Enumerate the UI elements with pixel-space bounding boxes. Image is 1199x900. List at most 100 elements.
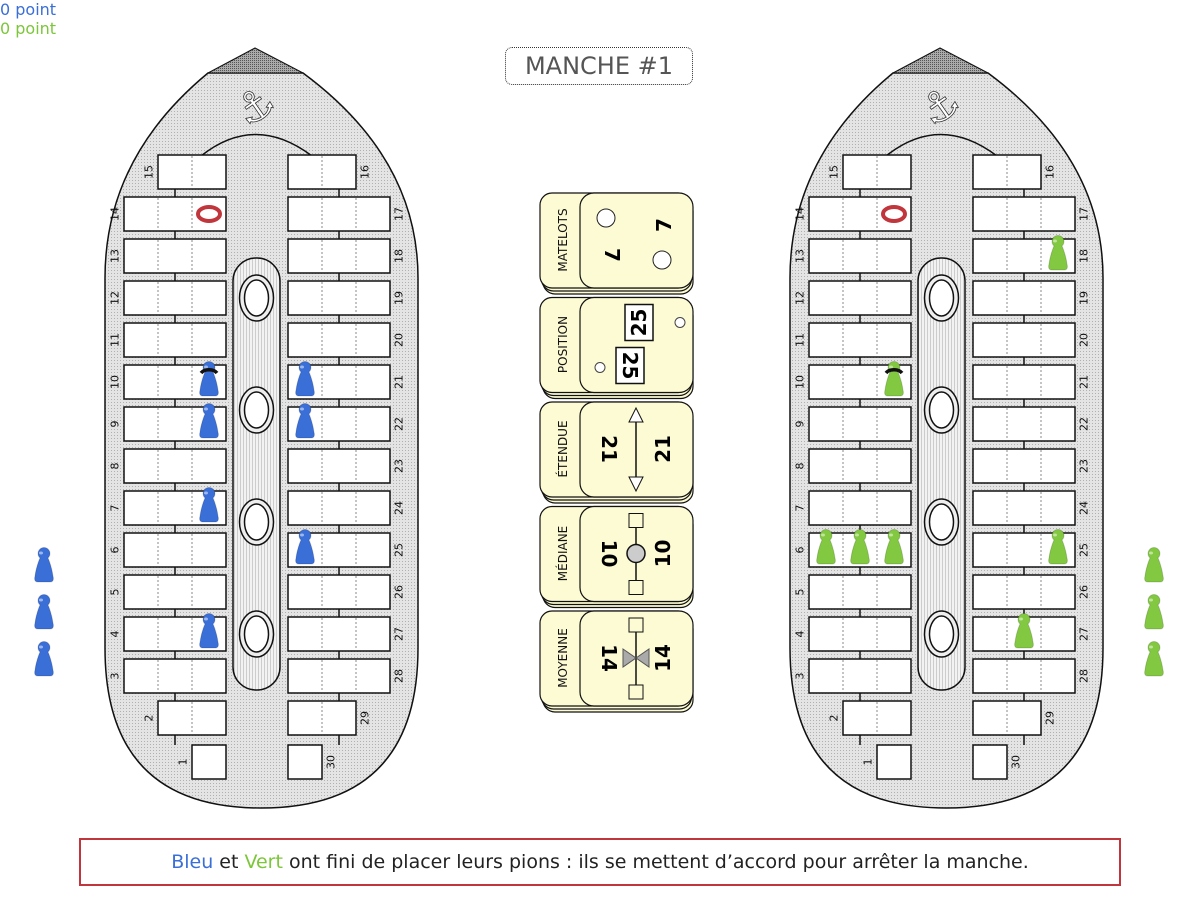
seat-11[interactable]: 11: [109, 322, 227, 358]
seat-30[interactable]: 30: [972, 744, 1023, 780]
seat-box[interactable]: [123, 658, 227, 694]
seat-3[interactable]: 3: [794, 658, 912, 694]
seat-box[interactable]: [972, 280, 1076, 316]
seat-box[interactable]: [287, 196, 391, 232]
seat-2[interactable]: 2: [143, 700, 227, 736]
seat-9[interactable]: 9: [794, 406, 912, 442]
seat-box[interactable]: [808, 616, 912, 652]
green-pawn[interactable]: [1048, 235, 1068, 271]
seat-8[interactable]: 8: [794, 448, 912, 484]
seat-21[interactable]: 21: [972, 364, 1091, 400]
seat-box[interactable]: [287, 322, 391, 358]
seat-box[interactable]: [876, 744, 912, 780]
seat-box[interactable]: [808, 238, 912, 274]
seat-box[interactable]: [287, 448, 391, 484]
seat-22[interactable]: 22: [972, 406, 1091, 442]
seat-box[interactable]: [972, 322, 1076, 358]
seat-7[interactable]: 7: [794, 490, 912, 526]
seat-box[interactable]: [191, 744, 227, 780]
seat-12[interactable]: 12: [109, 280, 227, 316]
seat-box[interactable]: [123, 322, 227, 358]
seat-13[interactable]: 13: [794, 238, 912, 274]
seat-box[interactable]: [123, 532, 227, 568]
seat-19[interactable]: 19: [972, 280, 1091, 316]
seat-2[interactable]: 2: [828, 700, 912, 736]
seat-box[interactable]: [972, 196, 1076, 232]
seat-23[interactable]: 23: [287, 448, 406, 484]
seat-box[interactable]: [808, 658, 912, 694]
seat-box[interactable]: [972, 490, 1076, 526]
seat-box[interactable]: [123, 280, 227, 316]
seat-box[interactable]: [123, 196, 227, 232]
seat-17[interactable]: 17: [287, 196, 406, 232]
blue-pawn[interactable]: [199, 613, 219, 649]
seat-14[interactable]: 14: [794, 196, 912, 232]
seat-13[interactable]: 13: [109, 238, 227, 274]
seat-12[interactable]: 12: [794, 280, 912, 316]
seat-24[interactable]: 24: [287, 490, 406, 526]
seat-box[interactable]: [972, 744, 1008, 780]
seat-box[interactable]: [287, 616, 391, 652]
seat-box[interactable]: [808, 196, 912, 232]
seat-box[interactable]: [808, 406, 912, 442]
green-pawn[interactable]: [816, 529, 836, 565]
blue-pawn[interactable]: [199, 487, 219, 523]
blue-pawn[interactable]: [295, 403, 315, 439]
seat-5[interactable]: 5: [794, 574, 912, 610]
seat-27[interactable]: 27: [287, 616, 406, 652]
seat-20[interactable]: 20: [287, 322, 406, 358]
green-reserve-pawn[interactable]: [1144, 594, 1164, 630]
seat-box[interactable]: [287, 574, 391, 610]
seat-box[interactable]: [287, 658, 391, 694]
seat-1[interactable]: 1: [177, 744, 227, 780]
seat-15[interactable]: 15: [828, 154, 912, 190]
seat-3[interactable]: 3: [109, 658, 227, 694]
blue-reserve-pawn[interactable]: [34, 547, 54, 583]
seat-box[interactable]: [808, 490, 912, 526]
seat-30[interactable]: 30: [287, 744, 338, 780]
seat-28[interactable]: 28: [287, 658, 406, 694]
blue-pawn[interactable]: [199, 403, 219, 439]
seat-box[interactable]: [287, 744, 323, 780]
seat-box[interactable]: [287, 238, 391, 274]
seat-18[interactable]: 18: [972, 238, 1091, 274]
seat-24[interactable]: 24: [972, 490, 1091, 526]
seat-20[interactable]: 20: [972, 322, 1091, 358]
seat-16[interactable]: 16: [287, 154, 372, 190]
seat-23[interactable]: 23: [972, 448, 1091, 484]
seat-29[interactable]: 29: [287, 700, 372, 736]
seat-box[interactable]: [972, 574, 1076, 610]
seat-8[interactable]: 8: [109, 448, 227, 484]
seat-29[interactable]: 29: [972, 700, 1057, 736]
seat-box[interactable]: [808, 448, 912, 484]
blue-reserve-pawn[interactable]: [34, 594, 54, 630]
seat-box[interactable]: [287, 280, 391, 316]
seat-26[interactable]: 26: [287, 574, 406, 610]
seat-14[interactable]: 14: [109, 196, 227, 232]
seat-1[interactable]: 1: [862, 744, 912, 780]
blue-reserve-pawn[interactable]: [34, 641, 54, 677]
seat-26[interactable]: 26: [972, 574, 1091, 610]
seat-box[interactable]: [808, 574, 912, 610]
green-reserve-pawn[interactable]: [1144, 641, 1164, 677]
seat-box[interactable]: [123, 238, 227, 274]
seat-28[interactable]: 28: [972, 658, 1091, 694]
seat-box[interactable]: [123, 574, 227, 610]
green-reserve-pawn[interactable]: [1144, 547, 1164, 583]
seat-box[interactable]: [808, 280, 912, 316]
seat-box[interactable]: [123, 448, 227, 484]
seat-box[interactable]: [972, 364, 1076, 400]
blue-pawn[interactable]: [295, 361, 315, 397]
seat-25[interactable]: 25: [972, 532, 1091, 568]
seat-19[interactable]: 19: [287, 280, 406, 316]
seat-box[interactable]: [972, 448, 1076, 484]
green-pawn[interactable]: [884, 529, 904, 565]
seat-box[interactable]: [972, 658, 1076, 694]
seat-16[interactable]: 16: [972, 154, 1057, 190]
seat-11[interactable]: 11: [794, 322, 912, 358]
